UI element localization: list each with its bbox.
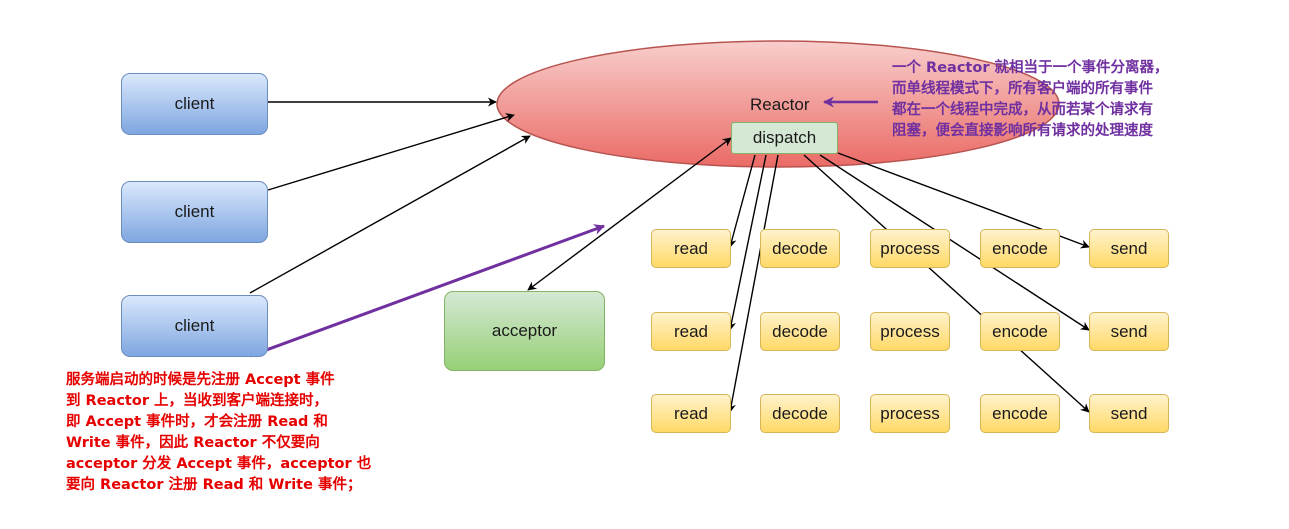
- acceptor-annotation-line: 到 Reactor 上，当收到客户端连接时，: [66, 393, 329, 409]
- acceptor-node: acceptor: [444, 291, 605, 371]
- pipeline-step-decode: decode: [760, 394, 840, 433]
- pipeline-step-decode: decode: [760, 229, 840, 268]
- acceptor-annotation-line: 要向 Reactor 注册 Read 和 Write 事件；: [66, 477, 362, 493]
- dispatch-to-read-3-arrow: [727, 154, 779, 413]
- dispatch-to-read-2-arrow: [727, 154, 767, 331]
- reactor-annotation: 一个 Reactor 就相当于一个事件分离器， 而单线程模式下，所有客户端的所有…: [892, 58, 1284, 142]
- acceptor-annotation: 服务端启动的时候是先注册 Accept 事件 到 Reactor 上，当收到客户…: [66, 370, 434, 496]
- dispatch-to-send-3-arrow: [803, 154, 1090, 413]
- pipeline-step-send: send: [1089, 394, 1169, 433]
- reactor-ellipse: [496, 40, 1060, 168]
- pipeline-step-read: read: [651, 394, 731, 433]
- acceptor-annotation-line: Write 事件，因此 Reactor 不仅要向: [66, 435, 320, 451]
- dispatch-to-read-1-arrow: [727, 154, 756, 248]
- reactor-annotation-line: 而单线程模式下，所有客户端的所有事件: [892, 81, 1153, 97]
- pipeline-step-encode: encode: [980, 394, 1060, 433]
- acceptor-note-pointer-arrow: [249, 224, 606, 358]
- pipeline-step-send: send: [1089, 312, 1169, 351]
- pipeline-step-process: process: [870, 312, 950, 351]
- acceptor-annotation-line: 服务端启动的时候是先注册 Accept 事件: [66, 372, 335, 388]
- acceptor-annotation-line: acceptor 分发 Accept 事件，acceptor 也: [66, 456, 372, 472]
- pipeline-step-send: send: [1089, 229, 1169, 268]
- dispatch-to-send-2-arrow: [819, 154, 1090, 331]
- client-2-to-reactor-arrow: [267, 113, 515, 191]
- client-node: client: [121, 295, 268, 357]
- reactor-annotation-line: 一个 Reactor 就相当于一个事件分离器，: [892, 60, 1169, 76]
- pipeline-step-encode: encode: [980, 312, 1060, 351]
- reactor-annotation-line: 都在一个线程中完成，从而若某个请求有: [892, 102, 1153, 118]
- acceptor-annotation-line: 即 Accept 事件时，才会注册 Read 和: [66, 414, 328, 430]
- client-3-to-reactor-arrow: [249, 135, 531, 294]
- pipeline-step-process: process: [870, 229, 950, 268]
- pipeline-step-process: process: [870, 394, 950, 433]
- pipeline-step-decode: decode: [760, 312, 840, 351]
- pipeline-step-encode: encode: [980, 229, 1060, 268]
- pipeline-step-read: read: [651, 312, 731, 351]
- dispatch-box: dispatch: [731, 122, 838, 154]
- client-node: client: [121, 73, 268, 135]
- reactor-annotation-line: 阻塞，便会直接影响所有请求的处理速度: [892, 123, 1153, 139]
- reactor-label: Reactor: [750, 95, 810, 114]
- pipeline-step-read: read: [651, 229, 731, 268]
- dispatch-acceptor-arrow: [527, 137, 732, 291]
- client-node: client: [121, 181, 268, 243]
